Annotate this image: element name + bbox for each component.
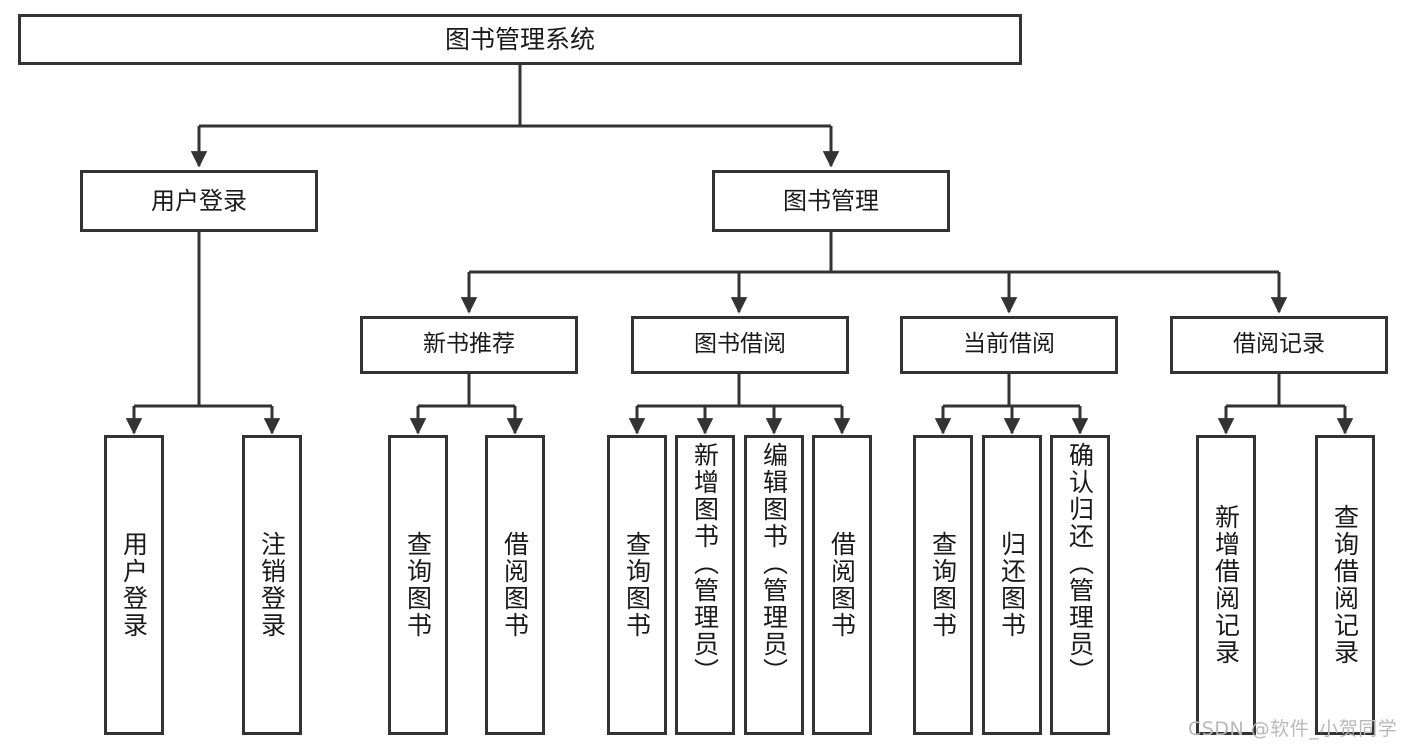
node-new-book-recommend[interactable]: 新书推荐: [360, 316, 578, 374]
node-root-book-management-system[interactable]: 图书管理系统: [18, 14, 1022, 65]
node-leaf-book-borrow-add[interactable]: 新增图书（管理员）: [675, 435, 735, 735]
node-label: 确认归还（管理员）: [1065, 442, 1095, 685]
node-leaf-new-book-query[interactable]: 查询图书: [388, 435, 448, 735]
node-leaf-book-borrow-borrow[interactable]: 借阅图书: [812, 435, 872, 735]
node-user-login[interactable]: 用户登录: [80, 170, 318, 232]
node-leaf-current-borrow-confirm-return[interactable]: 确认归还（管理员）: [1050, 435, 1110, 735]
node-book-borrow[interactable]: 图书借阅: [631, 316, 849, 374]
node-label: 用户登录: [151, 186, 247, 215]
node-book-management[interactable]: 图书管理: [712, 170, 950, 232]
node-leaf-current-borrow-return[interactable]: 归还图书: [982, 435, 1042, 735]
node-label: 新增借阅记录: [1211, 504, 1241, 666]
node-label: 借阅记录: [1233, 331, 1325, 358]
node-label: 注销登录: [257, 531, 287, 639]
node-leaf-book-borrow-query[interactable]: 查询图书: [607, 435, 667, 735]
node-label: 查询图书: [622, 531, 652, 639]
node-leaf-current-borrow-query[interactable]: 查询图书: [913, 435, 973, 735]
node-borrow-record[interactable]: 借阅记录: [1170, 316, 1388, 374]
node-leaf-new-book-borrow[interactable]: 借阅图书: [485, 435, 545, 735]
node-label: 查询图书: [928, 531, 958, 639]
node-label: 图书借阅: [694, 331, 786, 358]
node-leaf-user-login-logout[interactable]: 注销登录: [242, 435, 302, 735]
node-label: 归还图书: [997, 531, 1027, 639]
node-current-borrow[interactable]: 当前借阅: [900, 316, 1118, 374]
node-leaf-book-borrow-edit[interactable]: 编辑图书（管理员）: [744, 435, 804, 735]
node-leaf-user-login-login[interactable]: 用户登录: [104, 435, 164, 735]
node-leaf-borrow-record-query[interactable]: 查询借阅记录: [1315, 435, 1375, 735]
node-label: 图书管理系统: [444, 24, 595, 54]
node-label: 查询图书: [403, 531, 433, 639]
node-label: 图书管理: [783, 186, 879, 215]
node-label: 借阅图书: [500, 531, 530, 639]
node-label: 查询借阅记录: [1330, 504, 1360, 666]
node-label: 当前借阅: [963, 331, 1055, 358]
node-label: 编辑图书（管理员）: [759, 442, 789, 685]
node-label: 借阅图书: [827, 531, 857, 639]
node-label: 新书推荐: [423, 331, 515, 358]
node-label: 用户登录: [119, 531, 149, 639]
node-label: 新增图书（管理员）: [690, 442, 720, 685]
node-leaf-borrow-record-add[interactable]: 新增借阅记录: [1196, 435, 1256, 735]
